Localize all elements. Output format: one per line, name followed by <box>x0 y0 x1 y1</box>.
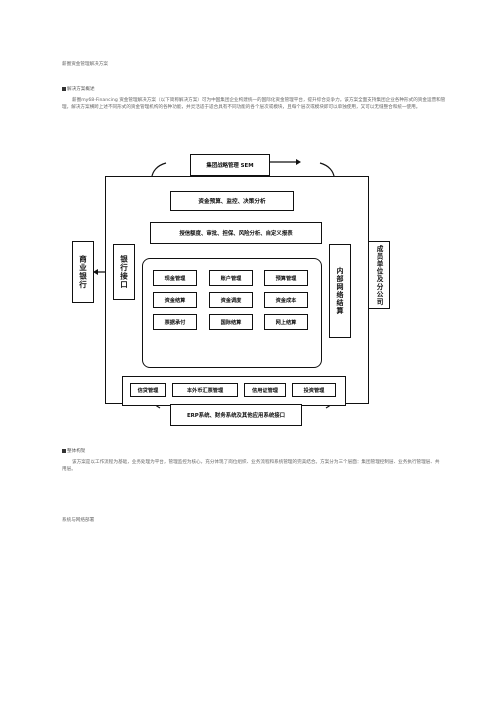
diagram-cell-draft: 本外币汇票管理 <box>172 383 238 397</box>
diagram-cell-cost: 资金成本 <box>264 292 308 308</box>
diagram-box-bank-interface: 银行接口 <box>113 244 135 300</box>
diagram-cell-intl: 国际结算 <box>209 314 253 330</box>
diagram-box-member-units: 成员单位及分公司 <box>368 241 390 309</box>
diagram-cell-account: 账户管理 <box>209 270 253 286</box>
diagram-box-internal-settlement: 内部网络结算 <box>329 244 351 338</box>
diagram-box-budget-monitor: 资金预算、监控、决策分析 <box>170 191 294 211</box>
diagram-box-commercial-bank: 商业银行 <box>72 241 94 303</box>
diagram-box-credit-approval: 授信额度、审批、担保、风险分析、自定义报表 <box>150 222 322 244</box>
diagram-cell-settlement: 资金结算 <box>153 292 197 308</box>
diagram-box-sem: 集团战略管理 SEM <box>190 154 270 176</box>
section-paragraph-architecture: 该方案是以工作流程为基础，业务处理为平台，管理监控为核心，充分体现了岗位组织、业… <box>62 460 440 473</box>
diagram-box-erp-interface: ERP系统、财务系统及其他应用系统接口 <box>170 404 302 426</box>
diagram-cell-online: 网上结算 <box>264 314 308 330</box>
section-paragraph-overview: 薪圈my68-Financing 资金管理解决方案（以下简称解决方案）可为中国集… <box>62 98 446 111</box>
diagram-cell-investment: 投资管理 <box>292 383 336 397</box>
section-heading-architecture: 整体构架 <box>62 448 85 455</box>
document-title: 薪圈资金管理解决方案 <box>62 62 108 67</box>
section-heading-overview: 解决方案概述 <box>62 86 95 93</box>
diagram-cell-budget: 预算管理 <box>264 270 308 286</box>
section-heading-text: 整体构架 <box>67 449 86 454</box>
diagram-cell-bill: 票据承付 <box>153 314 197 330</box>
diagram-cell-dispatch: 资金调度 <box>209 292 253 308</box>
diagram-cell-cash: 现金管理 <box>153 270 197 286</box>
diagram-cell-credit: 信贷管理 <box>130 383 166 397</box>
section-heading-text: 解决方案概述 <box>67 87 95 92</box>
bullet-square-icon <box>62 86 66 91</box>
section-heading-deployment: 系统与网络部署 <box>62 518 95 523</box>
bullet-square-icon <box>62 448 66 453</box>
diagram-cell-lc: 信用证管理 <box>244 383 286 397</box>
